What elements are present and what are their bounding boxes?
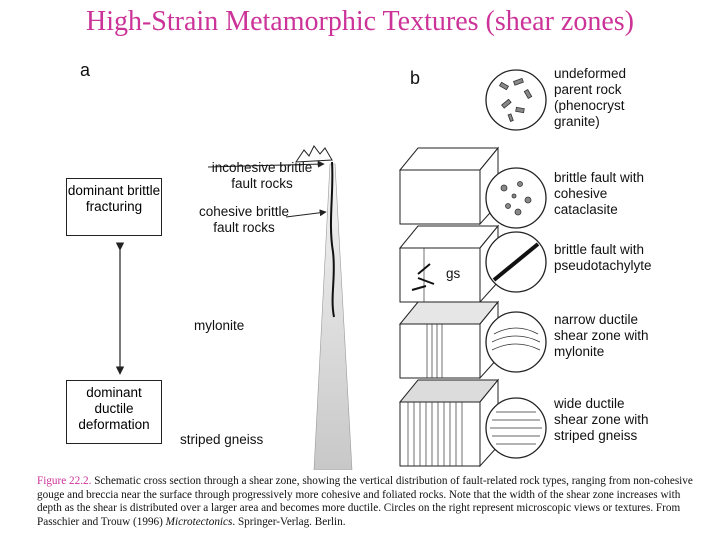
circle-label-striped-gneiss: wide ductile shear zone with striped gne… bbox=[554, 396, 649, 443]
box-brittle-fracturing: dominant brittle fracturing bbox=[66, 178, 162, 236]
pseudotachylyte-vein bbox=[411, 263, 435, 291]
label-incohesive: incohesive brittle fault rocks bbox=[211, 160, 313, 191]
circle-textures bbox=[490, 77, 542, 445]
texture-circle-granite bbox=[485, 69, 547, 131]
block-fabric bbox=[407, 248, 463, 466]
circle-label-pseudotachylyte: brittle fault with pseudotachylyte bbox=[554, 242, 652, 273]
label-cohesive: cohesive brittle fault rocks bbox=[198, 204, 290, 235]
texture-circle-mylonite bbox=[485, 311, 547, 373]
caption-text: Schematic cross section through a shear … bbox=[37, 475, 693, 528]
label-mylonite: mylonite bbox=[194, 318, 245, 333]
pointer-arrow bbox=[207, 160, 325, 168]
shear-zone-diagram bbox=[115, 69, 547, 470]
caption-book-title: Microtectonics bbox=[165, 515, 233, 528]
pointer-arrow bbox=[285, 209, 327, 218]
label-striped-gneiss: striped gneiss bbox=[180, 432, 264, 447]
fault-line bbox=[329, 161, 335, 318]
caption-figure-label: Figure 22.2. bbox=[37, 475, 92, 487]
circle-label-mylonite: narrow ductile shear zone with mylonite bbox=[554, 312, 649, 359]
caption-tail: . Springer-Verlag. Berlin. bbox=[232, 515, 346, 528]
figure-caption: Figure 22.2. Schematic cross section thr… bbox=[37, 475, 703, 529]
label-gs: gs bbox=[446, 266, 461, 281]
texture-circle-cataclasite bbox=[485, 167, 547, 229]
circle-label-granite: undeformed parent rock (phenocryst grani… bbox=[554, 66, 627, 129]
mountain-outline bbox=[295, 145, 333, 163]
page-title: High-Strain Metamorphic Textures (shear … bbox=[85, 6, 635, 37]
figure-panel: a b dominant brittle fracturing dominant… bbox=[62, 52, 654, 470]
panel-label-b: b bbox=[410, 68, 421, 88]
panel-label-a: a bbox=[80, 60, 91, 80]
box-ductile-deformation: dominant ductile deformation bbox=[66, 380, 162, 444]
block-stack bbox=[398, 146, 500, 468]
circle-label-cataclasite: brittle fault with cohesive cataclasite bbox=[554, 170, 645, 217]
